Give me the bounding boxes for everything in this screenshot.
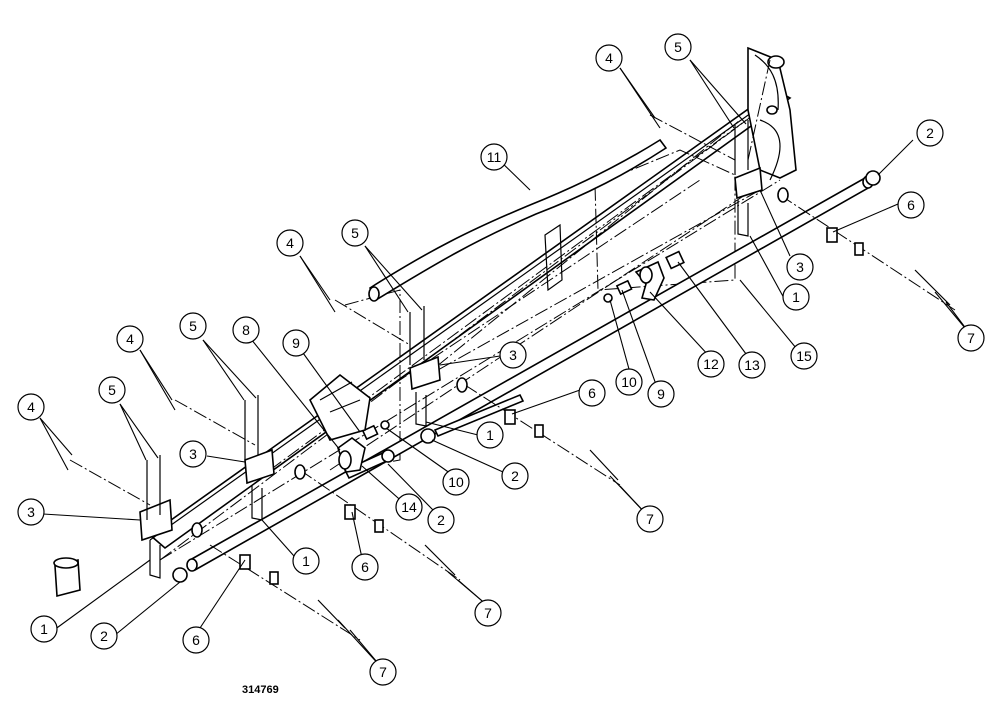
svg-text:7: 7	[379, 664, 387, 680]
callout-15: 15	[790, 342, 818, 370]
svg-text:7: 7	[967, 330, 975, 346]
svg-text:4: 4	[27, 399, 35, 415]
bracket-right	[734, 166, 763, 237]
callout-12: 12	[697, 350, 725, 378]
callout-6: 6	[578, 379, 606, 407]
svg-text:8: 8	[242, 322, 250, 338]
callout-6: 6	[897, 191, 925, 219]
svg-text:14: 14	[401, 499, 417, 515]
svg-text:9: 9	[657, 386, 665, 402]
callout-2: 2	[90, 622, 118, 650]
svg-text:5: 5	[189, 318, 197, 334]
callout-10: 10	[442, 468, 470, 496]
svg-text:12: 12	[703, 356, 719, 372]
svg-text:4: 4	[286, 235, 294, 251]
callout-6: 6	[182, 626, 210, 654]
svg-text:1: 1	[486, 427, 494, 443]
callout-3: 3	[179, 440, 207, 468]
callout-9: 9	[647, 380, 675, 408]
callout-4: 4	[17, 393, 45, 421]
nozzle-assemblies	[191, 187, 956, 641]
svg-text:6: 6	[588, 385, 596, 401]
svg-text:6: 6	[907, 197, 915, 213]
svg-text:3: 3	[796, 259, 804, 275]
callout-14: 14	[395, 493, 423, 521]
callout-3: 3	[17, 498, 45, 526]
svg-text:4: 4	[126, 331, 134, 347]
callout-3: 3	[786, 253, 814, 281]
svg-text:2: 2	[511, 468, 519, 484]
callout-8: 8	[232, 316, 260, 344]
callout-2: 2	[501, 462, 529, 490]
callout-1: 1	[292, 547, 320, 575]
callout-13: 13	[738, 351, 766, 379]
short-rod	[433, 393, 525, 438]
callout-1: 1	[476, 421, 504, 449]
callout-7: 7	[369, 658, 397, 686]
mount-bracket	[747, 46, 797, 181]
end-cap	[381, 449, 395, 463]
callout-2: 2	[427, 506, 455, 534]
svg-text:13: 13	[744, 357, 760, 373]
callout-7: 7	[636, 505, 664, 533]
end-cap	[865, 170, 881, 186]
svg-text:2: 2	[100, 628, 108, 644]
svg-text:3: 3	[509, 347, 517, 363]
svg-text:5: 5	[674, 39, 682, 55]
svg-text:6: 6	[361, 559, 369, 575]
svg-text:10: 10	[621, 374, 637, 390]
callout-4: 4	[116, 325, 144, 353]
svg-text:3: 3	[189, 446, 197, 462]
svg-text:1: 1	[302, 553, 310, 569]
callout-4: 4	[276, 229, 304, 257]
svg-text:7: 7	[646, 511, 654, 527]
callout-2: 2	[916, 119, 944, 147]
svg-text:10: 10	[448, 474, 464, 490]
svg-text:2: 2	[437, 512, 445, 528]
nozzle-fitting-left	[361, 420, 390, 441]
end-cylinder	[53, 557, 81, 598]
hose	[368, 138, 668, 302]
back-plate-outline	[594, 149, 736, 291]
svg-text:6: 6	[192, 632, 200, 648]
tee-fitting-right	[603, 250, 685, 303]
svg-text:11: 11	[487, 149, 502, 165]
callout-3: 3	[499, 341, 527, 369]
callout-4: 4	[595, 44, 623, 72]
callout-7: 7	[957, 324, 985, 352]
drawing-number: 314769	[242, 684, 279, 696]
svg-text:5: 5	[351, 225, 359, 241]
svg-text:1: 1	[792, 289, 800, 305]
svg-text:3: 3	[27, 504, 35, 520]
end-cap	[172, 567, 188, 583]
callout-10: 10	[615, 368, 643, 396]
callout-1: 1	[782, 283, 810, 311]
callout-9: 9	[282, 329, 310, 357]
callout-5: 5	[179, 312, 207, 340]
bolts	[146, 120, 749, 520]
svg-text:15: 15	[796, 348, 812, 364]
svg-text:1: 1	[40, 621, 48, 637]
callout-7: 7	[474, 599, 502, 627]
svg-text:2: 2	[926, 125, 934, 141]
svg-text:9: 9	[292, 335, 300, 351]
end-cap	[420, 428, 436, 444]
callout-11: 11	[480, 143, 508, 171]
callout-6: 6	[351, 553, 379, 581]
mount-arms	[69, 114, 736, 506]
callout-5: 5	[341, 219, 369, 247]
elbow-fitting	[337, 437, 366, 473]
bracket-center	[409, 355, 441, 427]
callout-5: 5	[98, 376, 126, 404]
svg-text:7: 7	[484, 605, 492, 621]
callout-1: 1	[30, 615, 58, 643]
svg-text:5: 5	[108, 382, 116, 398]
callout-5: 5	[664, 33, 692, 61]
bracket-left	[244, 448, 275, 521]
svg-text:4: 4	[605, 50, 613, 66]
